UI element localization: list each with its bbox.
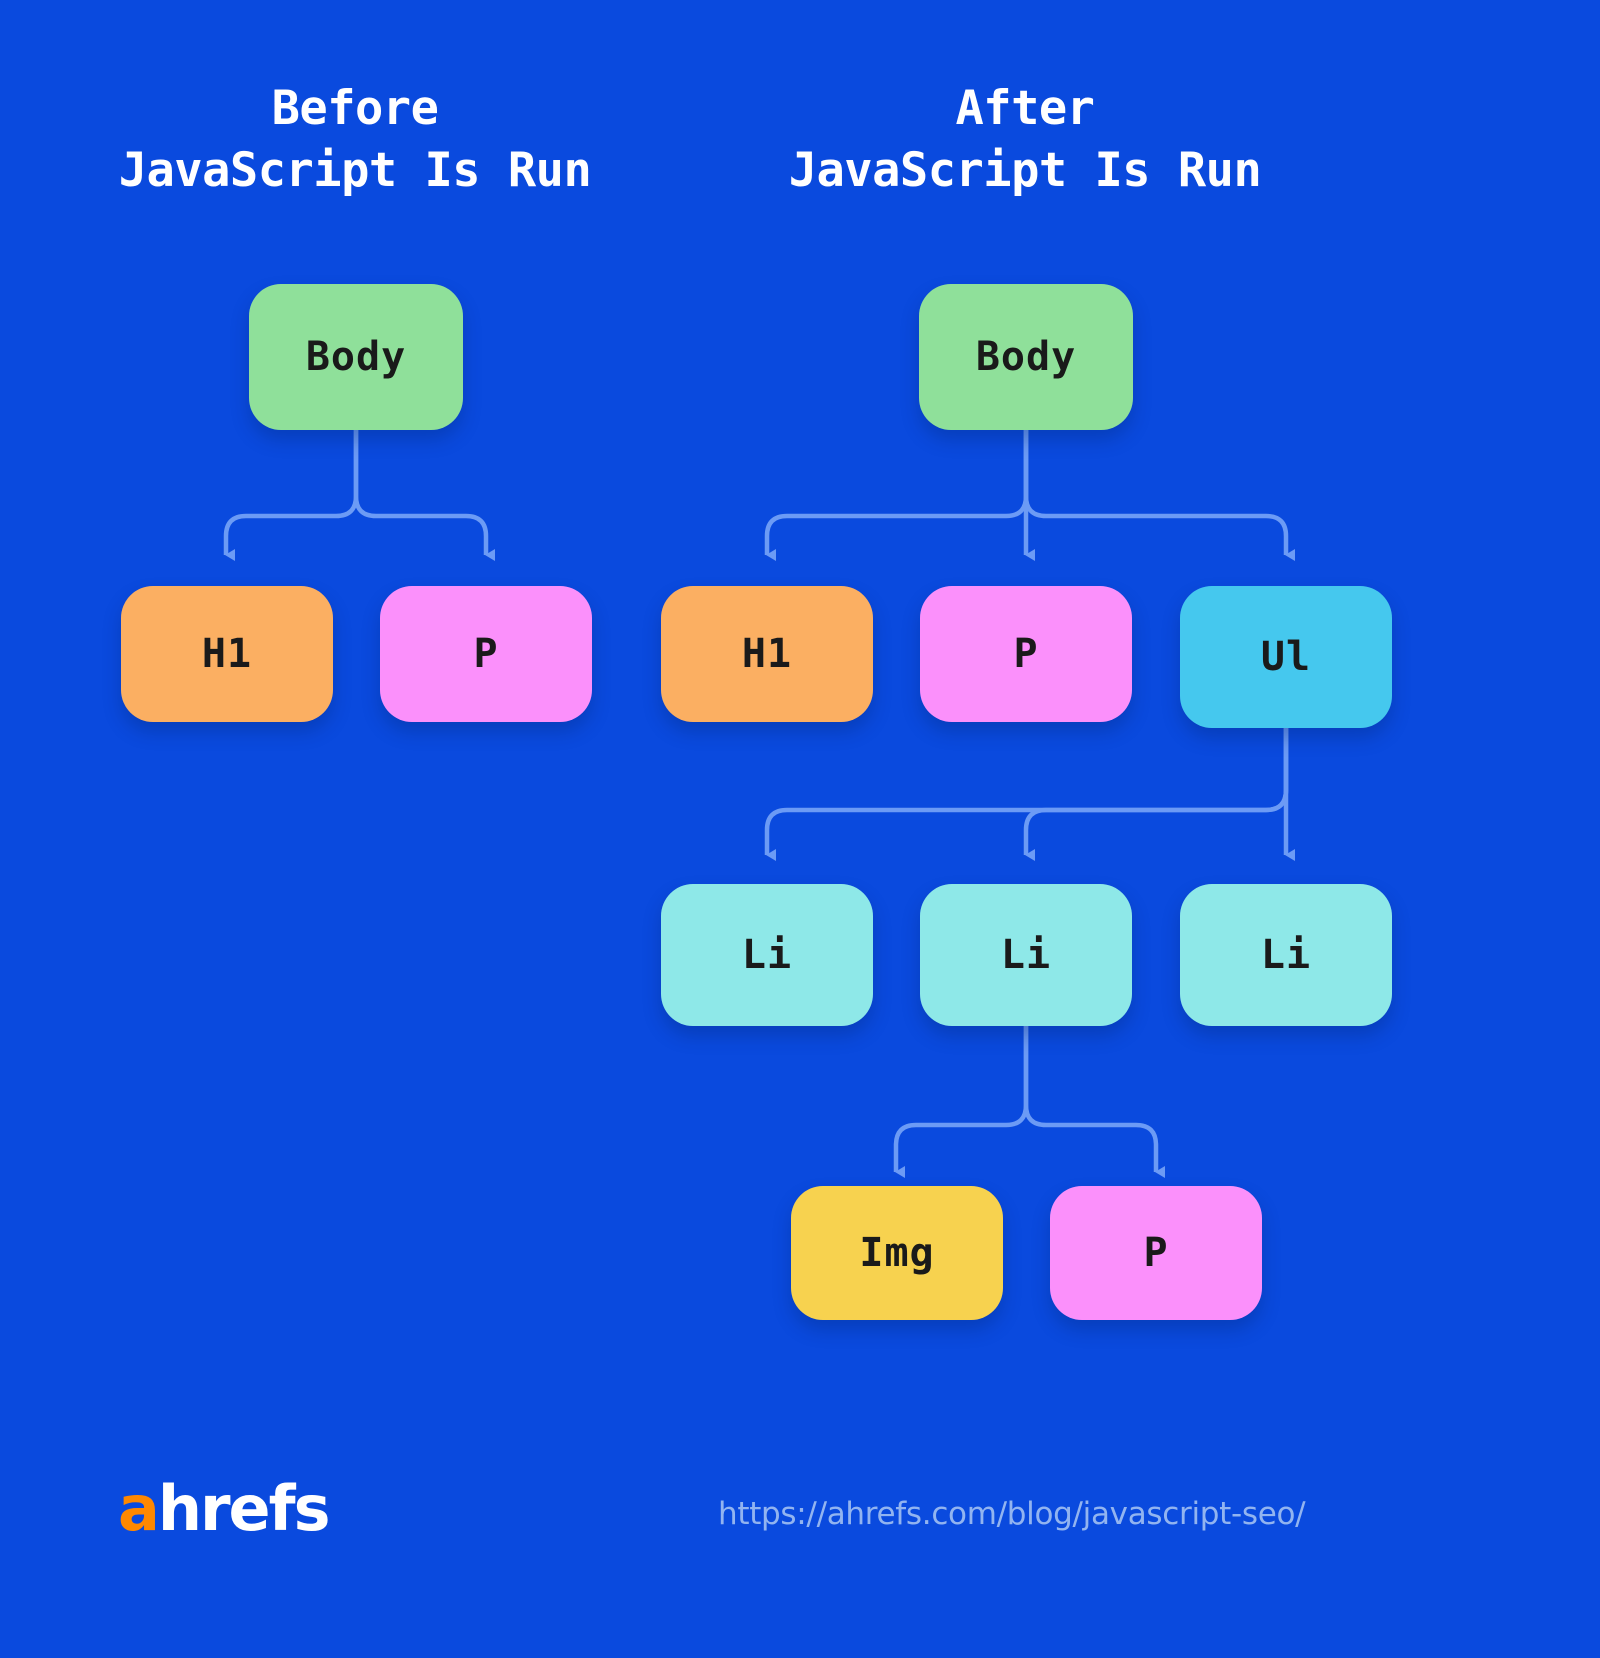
node-after-li-1[interactable]: Li [661,884,873,1026]
node-after-li-3[interactable]: Li [1180,884,1392,1026]
node-label: P [1013,631,1039,677]
node-before-body[interactable]: Body [249,284,463,430]
node-after-body[interactable]: Body [919,284,1133,430]
node-label: H1 [741,631,793,677]
node-label: Body [975,334,1077,380]
node-before-p[interactable]: P [380,586,592,722]
node-after-h1[interactable]: H1 [661,586,873,722]
edge-after-li2-p [1023,1026,1165,1178]
edge-after-body-h1 [764,430,1029,561]
logo-letter-a: a [118,1472,160,1545]
node-label: Li [1260,932,1312,978]
logo-text-hrefs: hrefs [157,1472,331,1545]
node-label: Img [859,1230,935,1276]
node-before-h1[interactable]: H1 [121,586,333,722]
title-after-javascript: After JavaScript Is Run [788,81,1262,198]
node-label: Li [741,932,793,978]
ahrefs-logo[interactable]: ahrefs [118,1478,330,1540]
node-label: P [473,631,499,677]
node-after-ul[interactable]: Ul [1180,586,1392,728]
node-after-p-nested[interactable]: P [1050,1186,1262,1320]
node-label: Ul [1260,634,1312,680]
edge-before-body-h1 [223,430,359,561]
node-label: Body [305,334,407,380]
node-label: H1 [201,631,253,677]
edge-before-body-p [353,430,495,561]
edge-after-body-ul [1023,430,1295,561]
node-after-img[interactable]: Img [791,1186,1003,1320]
node-after-li-2[interactable]: Li [920,884,1132,1026]
source-url[interactable]: https://ahrefs.com/blog/javascript-seo/ [718,1496,1306,1532]
node-label: Li [1000,932,1052,978]
edge-after-ul-li2 [1023,727,1289,861]
title-before-javascript: Before JavaScript Is Run [118,81,592,198]
node-label: P [1143,1230,1169,1276]
node-after-p[interactable]: P [920,586,1132,722]
edge-after-li2-img [893,1026,1029,1178]
edge-after-ul-li1 [764,727,1289,861]
